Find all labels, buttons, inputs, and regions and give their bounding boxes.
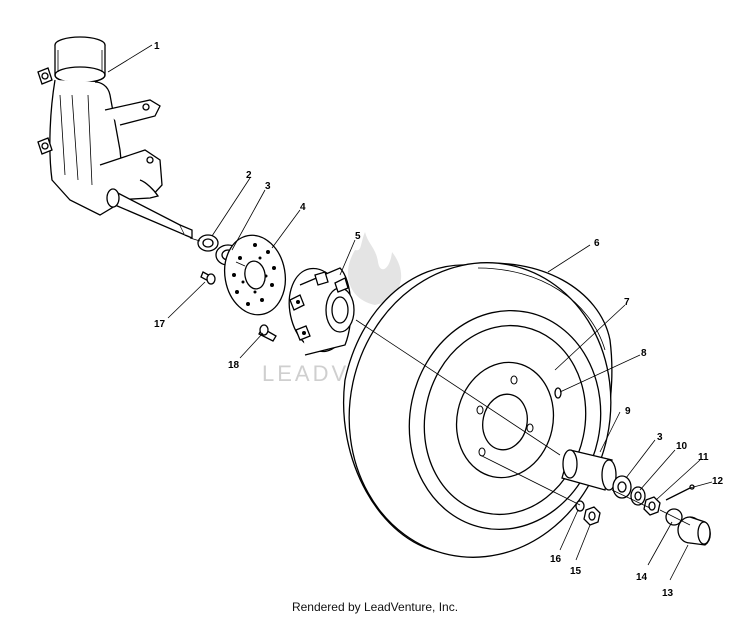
o-ring-part-14	[665, 508, 683, 526]
tire-part-6	[343, 262, 613, 558]
seal-part-2	[197, 234, 219, 252]
callout-9: 9	[625, 406, 631, 417]
hub-part-5	[288, 267, 355, 356]
callout-5: 5	[355, 231, 361, 242]
rim-part-7	[408, 309, 602, 531]
callout-3: 3	[265, 181, 271, 192]
callout-18: 18	[228, 360, 240, 371]
callout-14: 14	[636, 572, 648, 583]
spacer-tube-part-9	[561, 449, 617, 491]
callout-8: 8	[641, 348, 647, 359]
lug-nut-part-15	[583, 506, 601, 526]
callout-17: 17	[154, 319, 166, 330]
callout-2: 2	[246, 170, 252, 181]
callout-15: 15	[570, 566, 582, 577]
callout-10: 10	[676, 441, 688, 452]
leader-lines	[107, 44, 713, 581]
stud-part-17	[200, 271, 216, 285]
callout-4: 4	[300, 202, 306, 213]
spindle-housing	[37, 36, 193, 239]
nut-part-11	[643, 496, 661, 516]
callout-3-right: 3	[657, 432, 663, 443]
axis-centerline	[189, 237, 691, 526]
callout-1: 1	[154, 41, 160, 52]
callout-12: 12	[712, 476, 724, 487]
callout-7: 7	[624, 297, 630, 308]
stud-part-18	[258, 324, 277, 342]
washer-part-16	[575, 500, 585, 512]
footer-credit: Rendered by LeadVenture, Inc.	[291, 600, 459, 614]
valve-part-8	[554, 387, 562, 399]
callout-11: 11	[698, 452, 709, 463]
hub-cap-part-13	[677, 516, 711, 546]
callouts: 1 2 3 4 5 6 7 8 9 3 10 11 12 13 14 15 16…	[154, 41, 724, 599]
callout-13: 13	[662, 588, 674, 599]
watermark-flame-icon	[347, 232, 402, 305]
disc-plate-part-4	[224, 234, 286, 316]
callout-6: 6	[594, 238, 600, 249]
callout-16: 16	[550, 554, 562, 565]
